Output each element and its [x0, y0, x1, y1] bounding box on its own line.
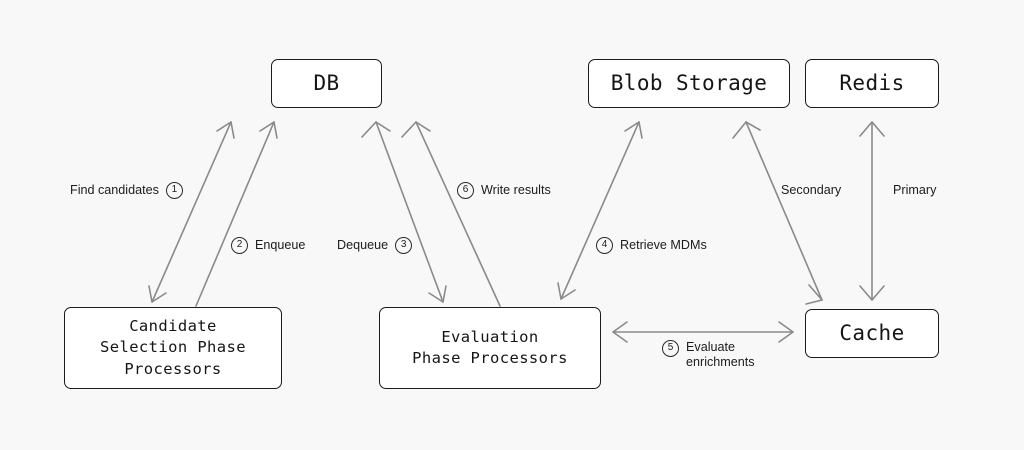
step-badge-1: 1 — [165, 182, 183, 199]
node-candidate-selection-phase-processors[interactable]: Candidate Selection Phase Processors — [64, 307, 282, 389]
edge-write-results — [401, 121, 501, 307]
edge-label-text: Secondary — [781, 183, 842, 197]
node-blob-storage[interactable]: Blob Storage — [588, 59, 790, 108]
edge-retrieve-mdms — [557, 121, 643, 300]
node-db[interactable]: DB — [271, 59, 382, 108]
step-badge-2: 2 — [231, 237, 248, 254]
node-cache[interactable]: Cache — [805, 309, 939, 358]
step-badge-3: 3 — [395, 237, 413, 254]
edge-label-enqueue: 2 Enqueue — [231, 237, 305, 254]
node-evaluation-phase-processors[interactable]: Evaluation Phase Processors — [379, 307, 601, 389]
step-badge-5: 5 — [662, 340, 679, 357]
node-redis[interactable]: Redis — [805, 59, 939, 108]
edge-label-find-candidates: Find candidates 1 — [70, 182, 183, 199]
edge-find-candidates — [148, 121, 235, 303]
edge-label-dequeue: Dequeue 3 — [337, 237, 413, 254]
edge-label-retrieve-mdms: 4 Retrieve MDMs — [596, 237, 707, 254]
edge-secondary — [732, 121, 823, 305]
edge-label-text: Dequeue — [337, 237, 389, 252]
edge-label-text: Write results — [481, 182, 551, 197]
edge-label-text: Find candidates — [70, 182, 159, 197]
edge-enqueue — [195, 121, 278, 307]
edge-label-evaluate-enrichments: 5 Evaluate enrichments — [662, 340, 755, 371]
edge-label-text: Enqueue — [255, 237, 306, 252]
edge-label-text: Primary — [893, 183, 937, 197]
edge-evaluate-enrichments — [612, 321, 794, 343]
edge-label-text: Evaluate enrichments — [686, 340, 755, 370]
step-badge-6: 6 — [457, 182, 474, 199]
edge-primary — [859, 121, 885, 301]
edge-label-secondary: Secondary — [781, 183, 841, 198]
edge-label-primary: Primary — [893, 183, 936, 198]
edge-label-text: Retrieve MDMs — [620, 237, 707, 252]
edge-label-write-results: 6 Write results — [457, 182, 551, 199]
step-badge-4: 4 — [596, 237, 613, 254]
edge-dequeue — [361, 121, 447, 303]
